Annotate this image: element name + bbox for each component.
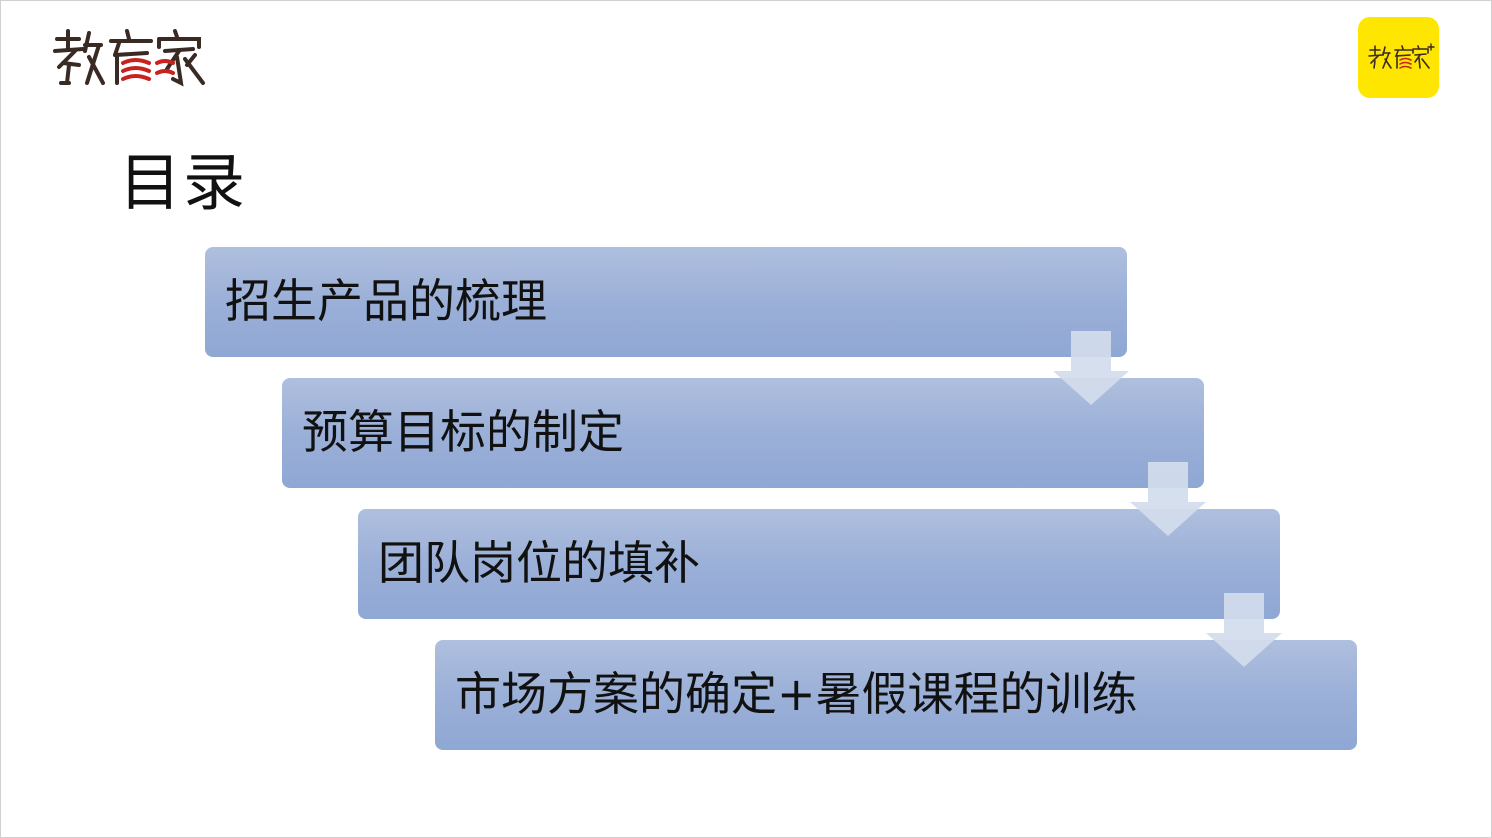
step-label: 团队岗位的填补 bbox=[378, 536, 700, 590]
brand-badge bbox=[1358, 17, 1439, 98]
page-title: 目录 bbox=[119, 146, 248, 219]
brand-logo-mark bbox=[53, 29, 205, 87]
step-card-1: 招生产品的梳理 bbox=[205, 247, 1127, 357]
step-card-3: 团队岗位的填补 bbox=[358, 509, 1280, 619]
down-arrow-icon bbox=[1130, 462, 1206, 536]
step-label: 预算目标的制定 bbox=[302, 405, 624, 459]
brand-logo bbox=[49, 27, 211, 89]
step-card-2: 预算目标的制定 bbox=[282, 378, 1204, 488]
step-label: 市场方案的确定+暑假课程的训练 bbox=[455, 667, 1138, 721]
down-arrow-icon bbox=[1053, 331, 1129, 405]
brand-badge-mark bbox=[1368, 43, 1435, 69]
down-arrow-icon bbox=[1206, 593, 1282, 667]
step-card-4: 市场方案的确定+暑假课程的训练 bbox=[435, 640, 1357, 750]
step-label: 招生产品的梳理 bbox=[225, 274, 547, 328]
